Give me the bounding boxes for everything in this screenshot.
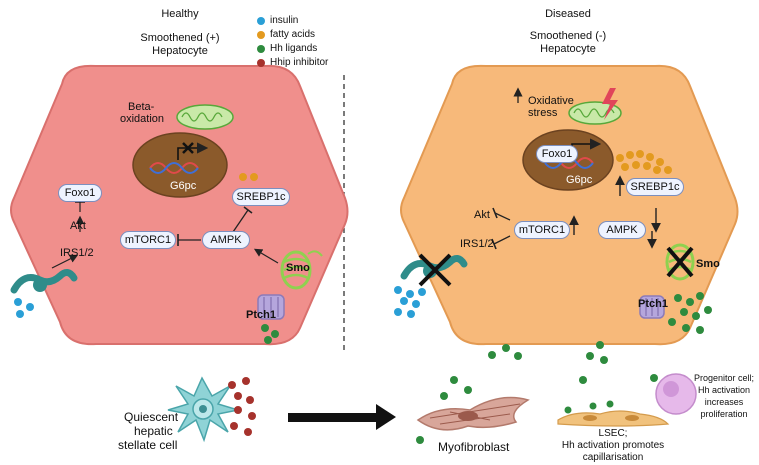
healthy-irs-label: IRS1/2 <box>60 247 94 259</box>
diseased-ptch1-receptor-icon <box>639 295 665 319</box>
lsec-cell-icon <box>557 410 670 427</box>
diseased-subtitle-1: Smoothened (-) <box>529 30 607 42</box>
mtorc1-akt-inhibit <box>494 212 511 221</box>
healthy-insulin-dots <box>14 298 34 318</box>
diseased-fatty-acid-cluster <box>616 150 672 174</box>
healthy-ampk-box: AMPK <box>202 231 250 249</box>
healthy-dna-strand-icon <box>149 162 199 174</box>
healthy-mtorc1-box: mTORC1 <box>120 231 176 249</box>
healthy-mitochondria-icon <box>176 104 234 130</box>
healthy-block-x-icon <box>182 142 194 154</box>
healthy-title: Healthy <box>161 8 199 20</box>
healthy-insulin-receptor-icon <box>10 254 79 294</box>
healthy-hepatocyte <box>10 64 349 346</box>
legend-label: Hhip inhibitor <box>270 57 329 68</box>
diseased-subtitle-2: Hepatocyte <box>540 43 596 55</box>
beta-oxidation-label-2: oxidation <box>120 113 165 125</box>
diseased-akt-label: Akt <box>474 209 490 221</box>
quiescent-label-1: Quiescent <box>124 410 179 424</box>
diseased-insulin-dots <box>394 286 426 318</box>
healthy-akt-label: Akt <box>70 220 86 232</box>
myofibroblast-label: Myofibroblast <box>438 440 510 454</box>
healthy-dna-strand2-icon <box>149 162 199 174</box>
diseased-irs-label: IRS1/2 <box>460 238 494 250</box>
legend-label: Hh ligands <box>270 43 318 54</box>
activation-arrow-icon <box>288 404 396 430</box>
healthy-g6pc-label: G6pc <box>170 180 197 192</box>
hh-ligand-swatch-icon <box>257 45 265 53</box>
healthy-smo-receptor-icon <box>280 250 323 290</box>
diseased-mitochondria-icon <box>568 101 622 125</box>
diseased-insulin-receptor-icon <box>400 253 468 287</box>
ampk-srebp-inhibit <box>232 209 249 233</box>
lightning-bolt-icon <box>602 88 618 120</box>
diseased-srebp1c-box: SREBP1c <box>626 178 684 196</box>
diseased-title: Diseased <box>545 8 591 20</box>
myofibroblast-icon <box>416 396 530 431</box>
mtorc1-irs-inhibit <box>493 235 511 245</box>
diseased-hh-ligand-dots <box>668 292 712 334</box>
diseased-foxo1-box: Foxo1 <box>536 145 578 163</box>
oxidative-stress-label-2: stress <box>528 107 558 119</box>
hhip-swatch-icon <box>257 59 265 67</box>
diseased-smo-label: Smo <box>696 258 720 270</box>
healthy-ptch1-label: Ptch1 <box>246 309 276 321</box>
insulin-swatch-icon <box>257 17 265 25</box>
healthy-transcription-arrow <box>177 142 209 160</box>
diseased-ptch1-label: Ptch1 <box>638 298 668 310</box>
legend: insulin fatty acids Hh ligands Hhip inhi… <box>257 15 347 75</box>
lsec-label-2: Hh activation promotes <box>561 440 665 451</box>
oxidative-stress-label-1: Oxidative <box>528 95 574 107</box>
smo-to-ampk-arrow <box>253 248 279 264</box>
healthy-foxo1-box: Foxo1 <box>58 184 102 202</box>
lsec-label-3: capillarisation <box>582 452 644 463</box>
progenitor-cell-icon <box>655 373 697 415</box>
diseased-smo-receptor-icon <box>665 243 695 281</box>
lsec-label-1: LSEC; <box>598 428 628 439</box>
beta-oxidation-label-1: Beta- <box>128 101 155 113</box>
healthy-subtitle-1: Smoothened (+) <box>140 32 220 44</box>
progenitor-label-3: increases <box>704 397 744 407</box>
healthy-smo-label: Smo <box>286 262 310 274</box>
diseased-ampk-box: AMPK <box>598 221 646 239</box>
quiescent-stellate-cell-icon <box>167 376 239 443</box>
diseased-mtorc1-box: mTORC1 <box>514 221 570 239</box>
extracellular-hh-ligands <box>416 341 670 444</box>
progenitor-label-2: Hh activation <box>697 385 751 395</box>
diseased-receptor-block-x-icon <box>418 253 452 287</box>
healthy-ptch1-receptor-icon <box>257 294 285 320</box>
progenitor-label-4: proliferation <box>700 409 748 419</box>
legend-label: fatty acids <box>270 29 316 40</box>
diseased-g6pc-label: G6pc <box>566 174 593 186</box>
quiescent-label-2: hepatic <box>134 424 173 438</box>
quiescent-label-3: stellate cell <box>118 438 178 452</box>
healthy-subtitle-2: Hepatocyte <box>152 45 208 57</box>
hhip-inhibitor-dots <box>228 377 256 436</box>
progenitor-label-1: Progenitor cell; <box>693 373 755 383</box>
legend-label: insulin <box>270 15 299 26</box>
healthy-hh-ligand-dots <box>261 324 279 344</box>
fatty-acid-swatch-icon <box>257 31 265 39</box>
healthy-srebp1c-box: SREBP1c <box>232 188 290 206</box>
diseased-smo-block-x-icon <box>666 246 694 278</box>
healthy-fatty-acid <box>239 173 247 181</box>
